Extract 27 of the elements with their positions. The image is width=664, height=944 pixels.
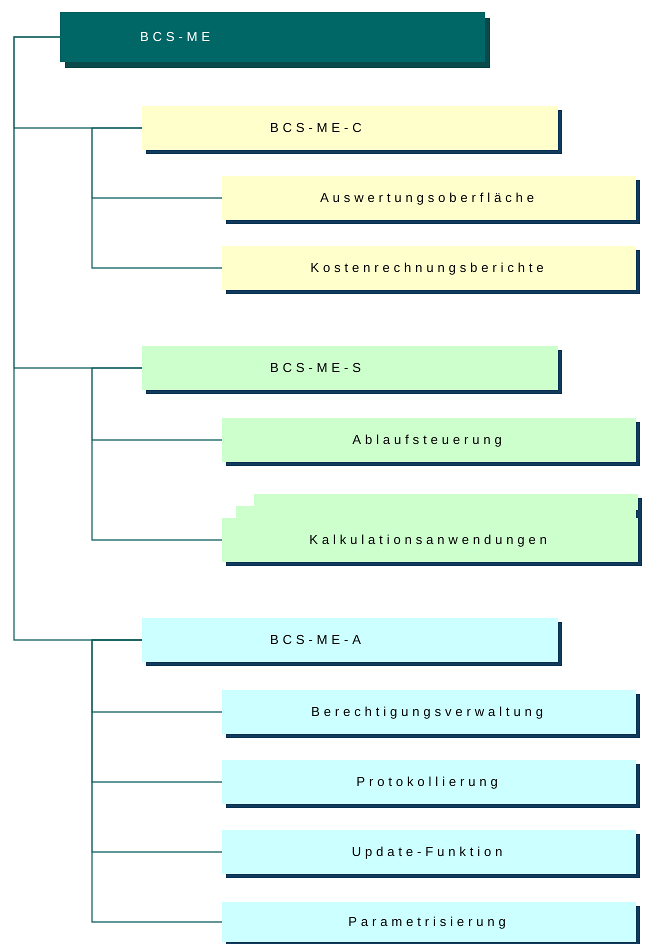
module-label: BCS-ME-S (270, 359, 365, 378)
connector-line (91, 127, 222, 269)
module-label: BCS-ME (140, 28, 214, 46)
module-box (142, 618, 558, 662)
module-box (222, 418, 636, 462)
module-box (60, 12, 485, 62)
module-label: Kostenrechnungsberichte (310, 259, 548, 278)
module-label: Parametrisierung (348, 913, 510, 932)
module-label: Kalkulationsanwendungen (309, 531, 551, 550)
module-box (222, 176, 636, 220)
module-label: BCS-ME-C (270, 119, 366, 138)
module-box (222, 902, 636, 942)
module-box (222, 690, 636, 734)
module-box (222, 246, 636, 290)
module-label: Update-Funktion (352, 843, 506, 862)
module-label: Auswertungsoberfläche (320, 189, 538, 208)
module-box (142, 106, 558, 150)
module-box (222, 518, 638, 562)
module-box (222, 830, 636, 874)
module-label: Ablaufsteuerung (352, 431, 506, 450)
module-box (142, 346, 558, 390)
connector-line (91, 367, 222, 541)
module-label: Protokollierung (356, 773, 502, 792)
module-box (222, 760, 636, 804)
module-label: BCS-ME-A (270, 631, 365, 650)
connector-line (91, 639, 222, 923)
module-label: Berechtigungsverwaltung (311, 703, 547, 722)
